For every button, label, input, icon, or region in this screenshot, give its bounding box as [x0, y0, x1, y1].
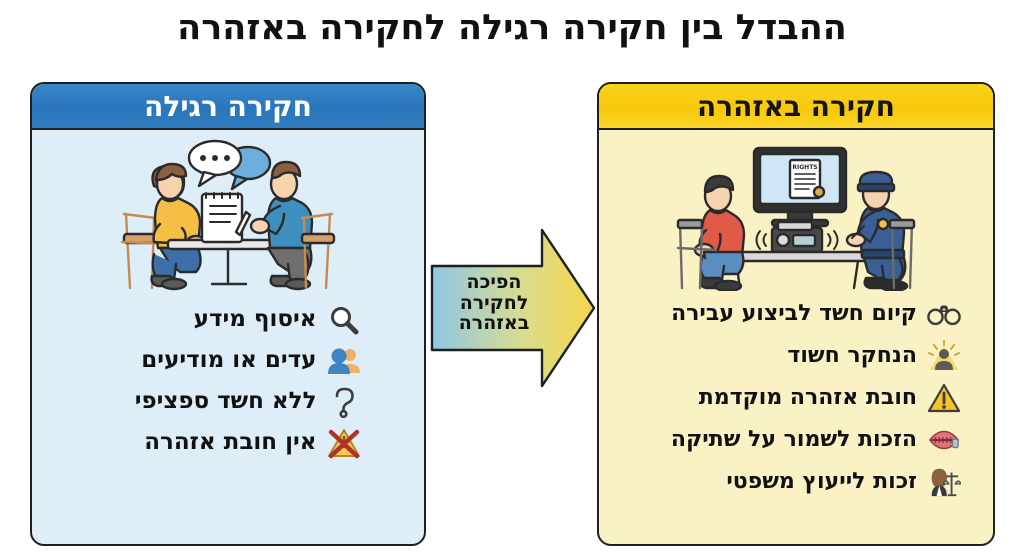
- page-title: ההבדל בין חקירה רגילה לחקירה באזהרה: [177, 8, 847, 48]
- two-people-interview-illustration: [108, 136, 348, 291]
- list-item: זכות לייעוץ משפטי: [631, 461, 961, 503]
- list-item: הנחקר חשוד: [631, 335, 961, 377]
- arrow-label: הפיכה לחקירה באזהרה: [436, 272, 552, 334]
- question-mark-icon: [327, 385, 361, 419]
- list-item-label: איסוף מידע: [193, 306, 317, 332]
- zipped-lips-icon: [927, 423, 961, 457]
- two-people-icon: [327, 344, 361, 378]
- panel-regular-investigation: חקירה רגילה: [30, 82, 426, 546]
- screen-rights-label: RIGHTS: [792, 164, 817, 171]
- panel-right-header: חקירה באזהרה: [599, 84, 993, 130]
- transition-arrow: הפיכה לחקירה באזהרה: [430, 228, 596, 388]
- list-item-label: זכות לייעוץ משפטי: [726, 469, 917, 494]
- left-items-list: איסוף מידע עדים או מודיעים: [32, 299, 424, 463]
- right-items-list: קיום חשד לביצוע עבירה הנחקר חשוד: [599, 293, 993, 503]
- lawyer-scales-icon: [927, 465, 961, 499]
- list-item-label: ללא חשד ספציפי: [134, 388, 317, 414]
- list-item: עדים או מודיעים: [96, 340, 361, 381]
- panel-warning-investigation: חקירה באזהרה RIGHTS: [597, 82, 995, 546]
- list-item-label: הזכות לשמור על שתיקה: [670, 427, 917, 452]
- panel-left-body: איסוף מידע עדים או מודיעים: [32, 130, 424, 544]
- list-item-label: קיום חשד לביצוע עבירה: [671, 301, 917, 326]
- handcuffs-icon: [927, 297, 961, 331]
- panel-left-header: חקירה רגילה: [32, 84, 424, 130]
- arrow-label-line-3: באזהרה: [458, 312, 530, 335]
- arrow-label-line-1: הפיכה: [466, 271, 522, 293]
- crossed-out-warning-icon: [327, 426, 361, 460]
- magnifier-icon: [327, 303, 361, 337]
- warning-triangle-icon: [927, 381, 961, 415]
- list-item: ללא חשד ספציפי: [96, 381, 361, 422]
- arrow-label-line-2: לחקירה: [459, 291, 529, 314]
- police-interrogation-illustration: RIGHTS: [676, 136, 916, 291]
- list-item: חובת אזהרה מוקדמת: [631, 377, 961, 419]
- spotlight-suspect-icon: [927, 339, 961, 373]
- list-item: אין חובת אזהרה: [96, 422, 361, 463]
- list-item: קיום חשד לביצוע עבירה: [631, 293, 961, 335]
- list-item-label: אין חובת אזהרה: [144, 429, 317, 455]
- panel-right-body: RIGHTS: [599, 130, 993, 544]
- list-item: הזכות לשמור על שתיקה: [631, 419, 961, 461]
- list-item-label: חובת אזהרה מוקדמת: [698, 385, 917, 410]
- list-item-label: הנחקר חשוד: [787, 343, 917, 368]
- list-item: איסוף מידע: [96, 299, 361, 340]
- list-item-label: עדים או מודיעים: [141, 347, 317, 373]
